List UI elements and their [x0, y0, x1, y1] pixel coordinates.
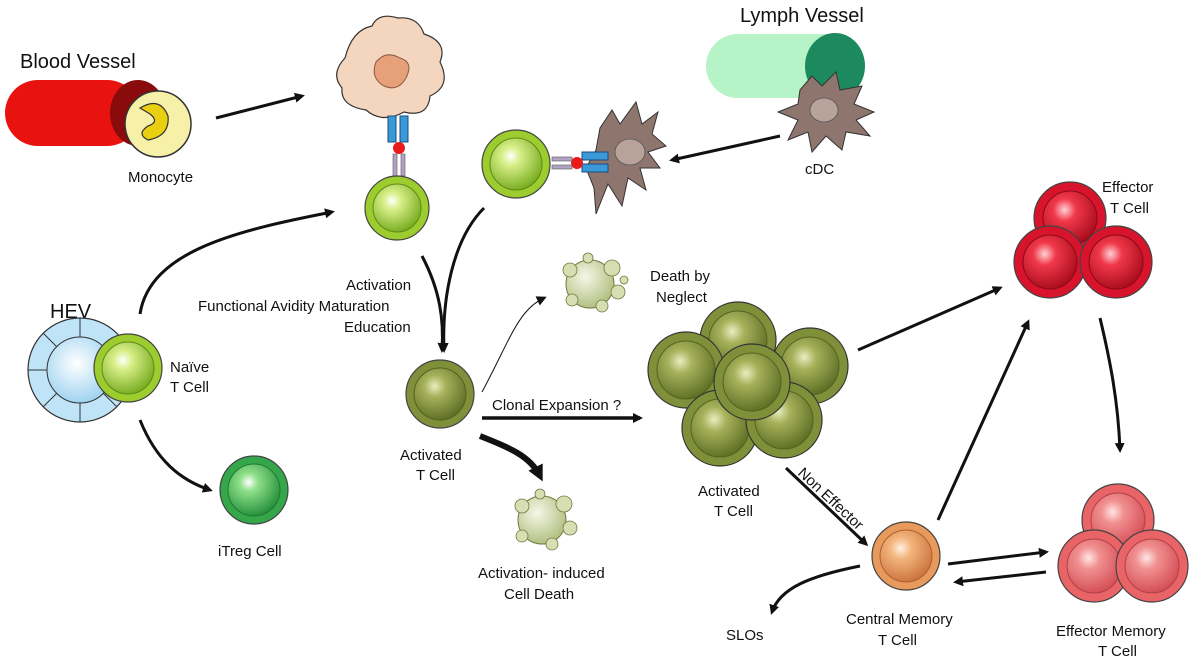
dying-cell-neglect: [562, 252, 629, 313]
activation-label-3: Education: [344, 319, 411, 336]
arrow-central-to-effector: [936, 319, 1030, 521]
neglect-label-1: Death by: [650, 268, 711, 285]
aicd-label-1: Activation- induced: [478, 565, 605, 582]
slos-label: SLOs: [726, 627, 764, 644]
effector-tcell-cluster: [1013, 181, 1153, 299]
central-memory-tcell: [871, 521, 941, 591]
arrow-top-to-activated: [420, 255, 448, 353]
monocyte-label: Monocyte: [128, 169, 193, 186]
expanded-label-2: T Cell: [714, 503, 753, 520]
activated-label-2: T Cell: [416, 467, 455, 484]
central-memory-label-2: T Cell: [878, 632, 917, 649]
aicd-label-2: Cell Death: [504, 586, 574, 603]
arrow-to-neglect: [481, 296, 547, 393]
activated-tcell-cluster: [647, 301, 849, 467]
dying-cell-aicd: [514, 488, 578, 551]
effector-memory-tcell-cluster: [1057, 483, 1189, 603]
naive-tcell-middle: [481, 129, 551, 199]
clonal-expansion-label: Clonal Expansion ?: [492, 397, 621, 414]
activated-label-1: Activated: [400, 447, 462, 464]
effector-memory-label-1: Effector Memory: [1056, 623, 1166, 640]
arrow-effector-to-memory: [1098, 317, 1125, 453]
expanded-label-1: Activated: [698, 483, 760, 500]
effector-label-1: Effector: [1102, 179, 1153, 196]
cdc-label: cDC: [805, 161, 834, 178]
arrow-hev-to-activation: [138, 208, 335, 315]
itreg-cell: [219, 455, 289, 525]
arrow-to-effector: [857, 286, 1003, 352]
arrow-hev-to-itreg: [138, 419, 213, 493]
cdc-cell: [776, 71, 876, 154]
activation-label-2: Functional Avidity Maturation: [198, 298, 390, 315]
arrow-effector-memory-to-central: [953, 570, 1047, 587]
itreg-label: iTreg Cell: [218, 543, 282, 560]
naive-label-1: Naïve: [170, 359, 209, 376]
arrow-monocyte-to-macrophage: [215, 92, 305, 120]
activation-label-1: Activation: [346, 277, 411, 294]
arrow-middle-to-activated: [438, 206, 486, 353]
arrow-to-slos: [769, 564, 861, 615]
effector-label-2: T Cell: [1110, 200, 1149, 217]
macrophage-cell: [336, 15, 445, 119]
central-memory-label-1: Central Memory: [846, 611, 953, 628]
arrow-cdc-to-tcell: [669, 134, 781, 164]
arrow-to-aicd: [478, 433, 543, 482]
naive-tcell-top: [364, 175, 430, 241]
lymph-vessel: [706, 33, 865, 99]
naive-label-2: T Cell: [170, 379, 209, 396]
mhc-tcr-complex-middle: [551, 151, 609, 173]
dendritic-cell-middle: [585, 100, 667, 215]
neglect-label-2: Neglect: [656, 289, 708, 306]
lymph-vessel-label: Lymph Vessel: [740, 5, 864, 27]
non-effector-label: Non Effector: [794, 464, 866, 533]
activated-tcell: [405, 359, 475, 429]
blood-vessel-label: Blood Vessel: [20, 51, 136, 73]
mhc-tcr-complex-top: [387, 115, 409, 177]
arrow-central-to-effector-memory: [947, 547, 1049, 566]
effector-memory-label-2: T Cell: [1098, 643, 1137, 660]
arrow-non-effector: [784, 466, 869, 547]
monocyte-cell: [124, 90, 192, 158]
naive-tcell-hev: [93, 333, 163, 403]
